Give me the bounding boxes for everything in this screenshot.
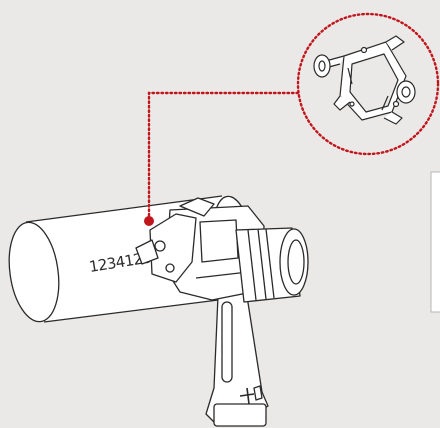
curved-surface-adapter-icon [313,35,416,125]
side-panel [430,171,440,313]
callout-anchor-dot [144,216,154,226]
marking-tool-icon [135,197,309,427]
callout-leader [147,91,302,222]
